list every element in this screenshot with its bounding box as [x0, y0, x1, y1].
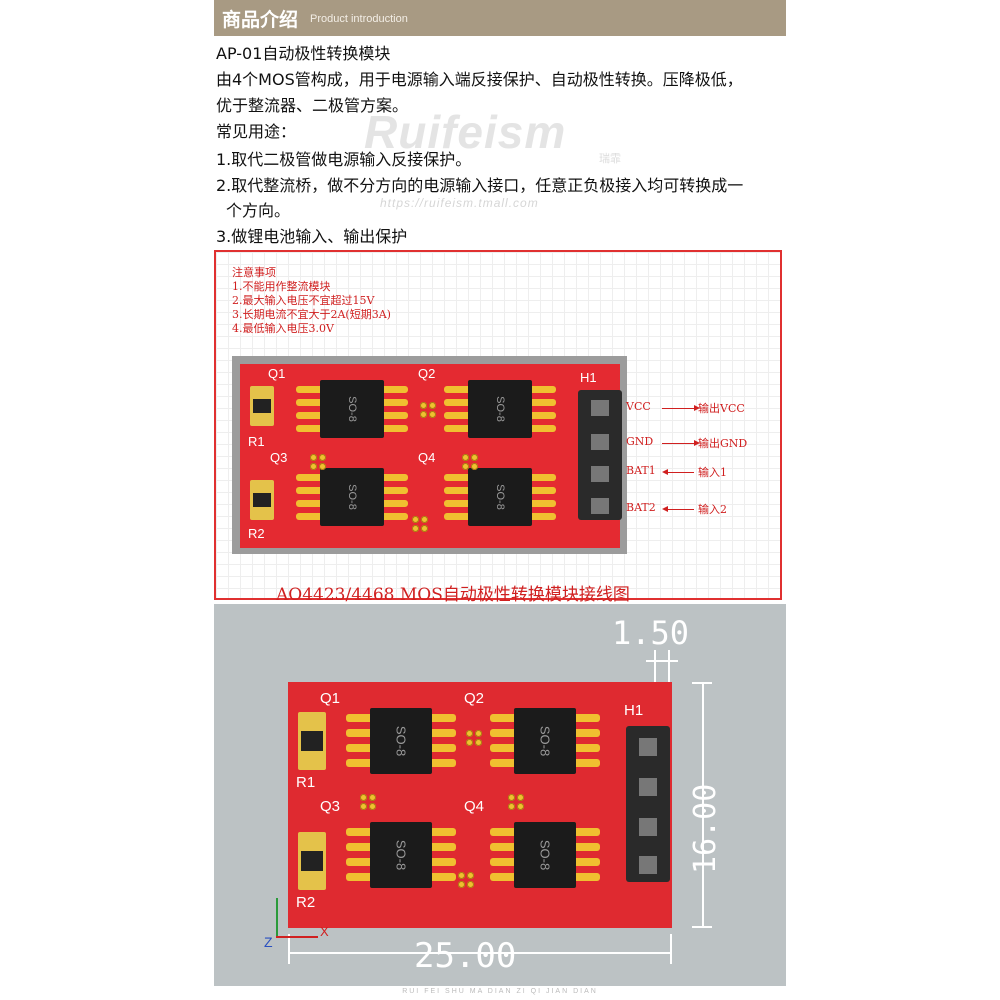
label-h1: H1 [624, 702, 644, 719]
label-r2: R2 [248, 526, 265, 541]
dim-height: 16.00 [688, 783, 723, 874]
note-item: 1.不能用作整流模块 [232, 280, 331, 293]
mosfet-q2: SO-8 [468, 380, 532, 438]
pin-label-gnd: GND [626, 435, 654, 448]
arrow-left-icon [662, 506, 694, 512]
intro-line-2: 由4个MOS管构成，用于电源输入端反接保护、自动极性转换。压降极低， [216, 70, 743, 89]
label-h1: H1 [580, 370, 597, 385]
pcb-board: Q1 Q2 Q3 Q4 R1 R2 H1 SO-8 [240, 364, 622, 548]
footer-text: RUI FEI SHU MA DIAN ZI QI JIAN DIAN [402, 988, 598, 995]
watermark-brand: Ruifeism [364, 106, 567, 158]
pin-output-gnd: 输出GND [698, 437, 748, 450]
mosfet-q4: SO-8 [468, 468, 532, 526]
chip-label: SO-8 [346, 396, 358, 422]
pin-output-vcc: 输出VCC [698, 402, 745, 415]
label-q2: Q2 [418, 366, 436, 381]
intro-line-7: 个方向。 [226, 201, 291, 220]
chip-label: SO-8 [393, 839, 409, 871]
mosfet-q3: SO-8 [320, 468, 384, 526]
resistor-r2 [250, 480, 274, 520]
dim-pitch: 1.50 [612, 614, 690, 652]
pin-input-2: 输入2 [698, 503, 727, 516]
resistor-r1 [298, 712, 326, 770]
note-item: 2.最大输入电压不宜超过15V [232, 294, 375, 307]
pin-input-1: 输入1 [698, 466, 727, 479]
resistor-r2 [298, 832, 326, 890]
resistor-r1 [250, 386, 274, 426]
axis-x-icon [276, 936, 318, 938]
chip-label: SO-8 [537, 725, 553, 757]
render-panel: Q1 Q2 Q3 Q4 R1 R2 H1 SO-8 [214, 604, 786, 986]
diagram-caption: AO4423/4468 MOS自动极性转换模块接线图 [276, 585, 630, 605]
header-title-en: Product introduction [310, 13, 408, 25]
mosfet-q1: SO-8 [370, 708, 432, 774]
intro-line-3: 优于整流器、二极管方案。 [216, 96, 409, 115]
arrow-right-icon [662, 440, 700, 446]
pin-label-bat1: BAT1 [626, 464, 656, 477]
mosfet-q1: SO-8 [320, 380, 384, 438]
note-item: 4.最低输入电压3.0V [232, 322, 334, 335]
intro-line-6: 2.取代整流桥，做不分方向的电源输入接口，任意正负极接入均可转换成一 [216, 176, 744, 195]
intro-line-8: 3.做锂电池输入、输出保护 [216, 227, 408, 246]
arrow-left-icon [662, 469, 694, 475]
mosfet-q2: SO-8 [514, 708, 576, 774]
label-q2: Q2 [464, 690, 485, 707]
pin-header-h1 [578, 390, 622, 520]
chip-label: SO-8 [494, 396, 506, 422]
product-section: 商品介绍 Product introduction Ruifeism 瑞霏 ht… [214, 0, 786, 1000]
mosfet-q3: SO-8 [370, 822, 432, 888]
watermark-brand-cn: 瑞霏 [599, 152, 621, 165]
axis-x-label: X [320, 924, 329, 939]
axis-y-icon [276, 898, 278, 938]
arrow-right-icon [662, 405, 700, 411]
pin-label-bat2: BAT2 [626, 501, 656, 514]
chip-label: SO-8 [494, 484, 506, 510]
notes-title: 注意事项 [232, 266, 276, 279]
header-title-cn: 商品介绍 [222, 9, 299, 31]
pin-header-h1 [626, 726, 670, 882]
label-r1: R1 [296, 774, 316, 791]
note-item: 3.长期电流不宜大于2A(短期3A) [232, 308, 391, 321]
chip-label: SO-8 [393, 725, 409, 757]
pin-label-vcc: VCC [626, 400, 651, 413]
label-q1: Q1 [268, 366, 286, 381]
pcb-render: Q1 Q2 Q3 Q4 R1 R2 H1 SO-8 [288, 682, 672, 928]
label-q4: Q4 [418, 450, 436, 465]
pcb-layout-frame: Q1 Q2 Q3 Q4 R1 R2 H1 SO-8 [232, 356, 627, 554]
watermark-url: https://ruifeism.tmall.com [380, 196, 539, 210]
intro-line-4: 常见用途： [216, 122, 297, 141]
notes-block: 注意事项 1.不能用作整流模块 2.最大输入电压不宜超过15V 3.长期电流不宜… [232, 266, 391, 336]
intro-line-1: AP-01自动极性转换模块 [216, 44, 391, 63]
dim-width: 25.00 [414, 936, 517, 976]
label-r2: R2 [296, 894, 316, 911]
wiring-diagram: 注意事项 1.不能用作整流模块 2.最大输入电压不宜超过15V 3.长期电流不宜… [214, 250, 782, 605]
label-q3: Q3 [270, 450, 288, 465]
label-q1: Q1 [320, 690, 341, 707]
axis-z-label: Z [264, 934, 273, 950]
chip-label: SO-8 [346, 484, 358, 510]
mosfet-q4: SO-8 [514, 822, 576, 888]
label-q4: Q4 [464, 798, 485, 815]
chip-label: SO-8 [537, 839, 553, 871]
section-header: 商品介绍 Product introduction [214, 0, 786, 36]
label-q3: Q3 [320, 798, 341, 815]
label-r1: R1 [248, 434, 265, 449]
intro-line-5: 1.取代二极管做电源输入反接保护。 [216, 150, 472, 169]
